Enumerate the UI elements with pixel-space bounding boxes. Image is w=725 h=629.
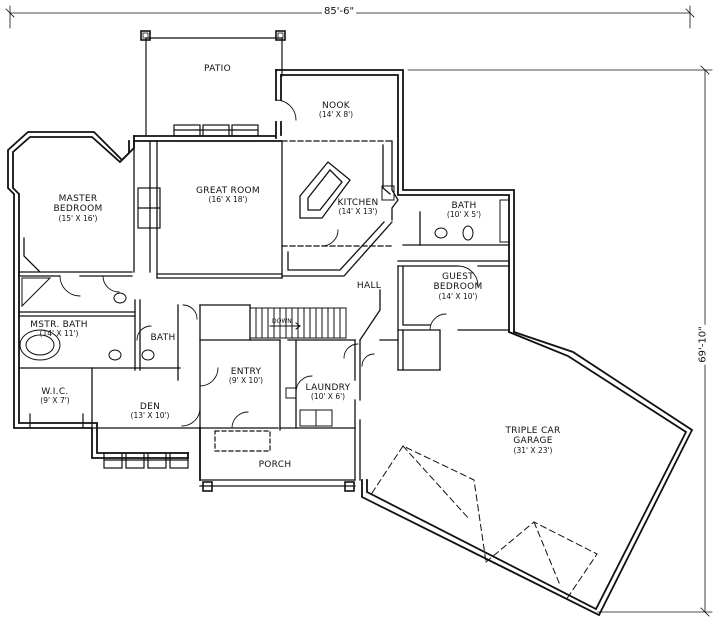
room-laundry-size: (10' X 6')	[310, 392, 346, 402]
room-master-bedroom-name2: BEDROOM	[53, 204, 103, 215]
room-garage-size: (31' X 23')	[513, 445, 553, 455]
room-bath-small: BATH	[145, 333, 181, 343]
room-mstr-bath: MSTR. BATH (14' X 11')	[24, 320, 94, 339]
room-great-room-size: (16' X 18')	[208, 195, 248, 205]
patio-outline	[140, 30, 286, 137]
depth-dimension-label: 69'-10"	[697, 324, 709, 365]
room-nook: NOOK (14' X 8')	[306, 101, 366, 120]
room-bath-upper: BATH (10' X 5')	[434, 201, 494, 220]
room-garage-name2: GARAGE	[513, 436, 553, 447]
room-great-room: GREAT ROOM (16' X 18')	[188, 186, 268, 205]
room-nook-name: NOOK	[321, 101, 350, 111]
interior-walls	[18, 140, 510, 481]
room-bath-upper-size: (10' X 5')	[446, 210, 482, 220]
room-patio: PATIO	[195, 64, 240, 74]
windows	[29, 124, 271, 469]
stairs	[249, 307, 347, 339]
room-bath-upper-name: BATH	[451, 201, 477, 211]
room-guest-bedroom: GUEST BEDROOM (14' X 10')	[423, 272, 493, 301]
room-hall: HALL	[352, 281, 386, 291]
room-guest-bedroom-name2: BEDROOM	[433, 282, 483, 293]
dimension-lines	[5, 5, 713, 617]
room-den: DEN (13' X 10')	[120, 402, 180, 421]
exterior-walls	[7, 69, 694, 617]
room-wic-name: W.I.C.	[41, 387, 69, 397]
room-entry-name: ENTRY	[230, 367, 262, 377]
room-porch: PORCH	[250, 460, 300, 470]
fixtures	[19, 185, 510, 427]
room-kitchen: KITCHEN (14' X 13')	[328, 198, 388, 217]
room-entry: ENTRY (9' X 10')	[218, 367, 274, 386]
room-garage-name: TRIPLE CAR	[505, 426, 561, 436]
room-kitchen-size: (14' X 13')	[338, 207, 378, 217]
width-dimension-label: 85'-6"	[322, 6, 357, 17]
room-den-name: DEN	[139, 402, 161, 412]
room-laundry: LAUNDRY (10' X 6')	[298, 383, 358, 402]
stair-direction-label: DOWN	[272, 318, 292, 325]
room-guest-bedroom-size: (14' X 10')	[438, 291, 478, 301]
room-mstr-bath-size: (14' X 11')	[39, 329, 79, 339]
room-guest-bedroom-name: GUEST	[442, 272, 474, 282]
room-mstr-bath-name: MSTR. BATH	[30, 320, 88, 330]
garage-doors	[371, 445, 598, 601]
room-wic: W.I.C. (9' X 7')	[30, 387, 80, 406]
room-bath-small-name: BATH	[150, 333, 176, 343]
room-great-room-name: GREAT ROOM	[196, 186, 260, 196]
room-porch-name: PORCH	[258, 460, 292, 470]
room-garage: TRIPLE CAR GARAGE (31' X 23')	[488, 426, 578, 455]
room-master-bedroom: MASTER BEDROOM (15' X 16')	[43, 194, 113, 223]
room-laundry-name: LAUNDRY	[305, 383, 351, 393]
room-nook-size: (14' X 8')	[318, 110, 354, 120]
room-hall-name: HALL	[356, 281, 382, 291]
room-entry-size: (9' X 10')	[228, 376, 264, 386]
room-den-size: (13' X 10')	[130, 411, 170, 421]
room-kitchen-name: KITCHEN	[337, 198, 379, 208]
room-wic-size: (9' X 7')	[40, 396, 70, 406]
door-swings	[59, 99, 479, 429]
room-patio-name: PATIO	[203, 64, 232, 74]
room-master-bedroom-size: (15' X 16')	[58, 213, 98, 223]
porch-outline	[199, 479, 356, 492]
room-master-bedroom-name: MASTER	[58, 194, 98, 204]
